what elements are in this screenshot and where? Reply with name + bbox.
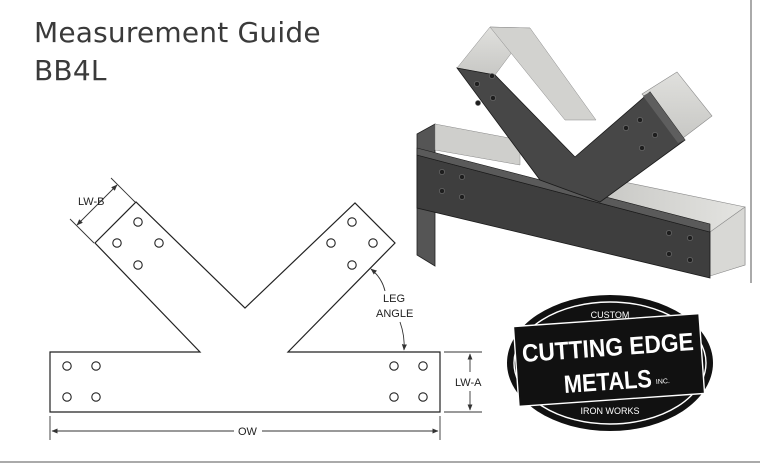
cutting-edge-metals-logo: CUSTOM CUTTING EDGE METALS INC. IRON WOR… bbox=[507, 295, 713, 431]
model-code: BB4L bbox=[34, 54, 107, 87]
lw-b-dimension bbox=[69, 177, 136, 244]
leg-angle-arrow-lower bbox=[399, 321, 407, 351]
bracket-outline bbox=[49, 201, 441, 413]
ow-label: OW bbox=[238, 426, 258, 438]
lw-a-label: LW-A bbox=[455, 377, 482, 389]
leg-label: LEG bbox=[383, 293, 405, 305]
logo-line2: METALS bbox=[563, 365, 653, 399]
logo-inc: INC. bbox=[656, 378, 671, 386]
logo-iron-works-text: IRON WORKS bbox=[580, 406, 639, 416]
guide-title: Measurement Guide bbox=[34, 16, 321, 49]
lw-b-label: LW-B bbox=[78, 196, 105, 208]
bolt-holes bbox=[62, 217, 428, 402]
lw-a-dimension bbox=[444, 351, 482, 413]
leg-angle-arrow-upper bbox=[370, 268, 386, 292]
logo-custom-text: CUSTOM bbox=[591, 310, 630, 320]
bracket-3d-render bbox=[416, 26, 746, 279]
ow-dimension bbox=[49, 416, 441, 440]
angle-label: ANGLE bbox=[376, 308, 413, 320]
